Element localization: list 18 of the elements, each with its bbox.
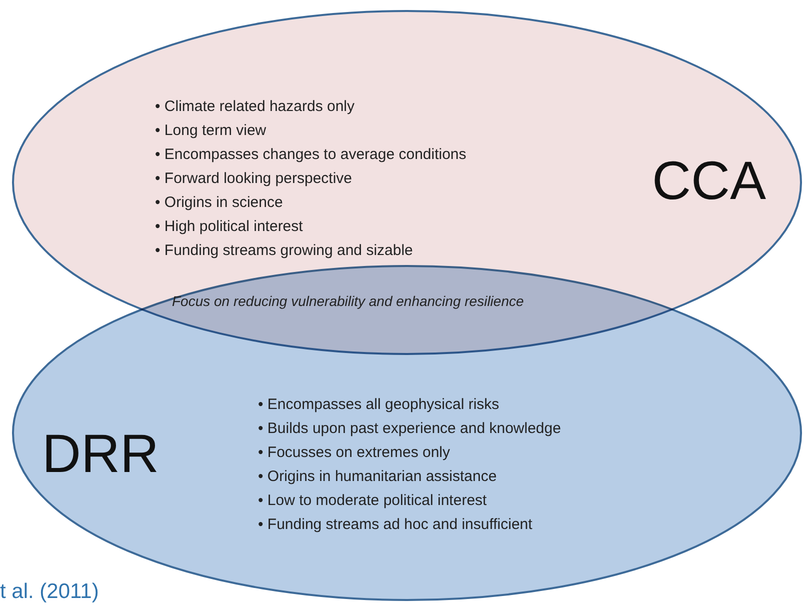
bullet-item: • Funding streams growing and sizable bbox=[155, 241, 414, 261]
citation-text: t al. (2011) bbox=[0, 580, 99, 604]
bullet-item: • Climate related hazards only bbox=[155, 97, 356, 117]
bullet-item: • Builds upon past experience and knowledge bbox=[258, 419, 561, 439]
bullet-item: • Encompasses changes to average conditions bbox=[155, 145, 466, 165]
bullet-item: • Low to moderate political interest bbox=[258, 491, 488, 511]
ellipse-region bbox=[12, 265, 802, 601]
bullet-item: • Forward looking perspective bbox=[155, 169, 354, 189]
bullet-item: • High political interest bbox=[155, 217, 304, 237]
bullet-item: • Origins in humanitarian assistance bbox=[258, 467, 498, 487]
bullet-item: • Long term view bbox=[155, 121, 268, 141]
bullet-item: • Focusses on extremes only bbox=[258, 443, 451, 463]
bullet-item: • Funding streams ad hoc and insufficient bbox=[258, 515, 534, 535]
region-title: DRR bbox=[42, 427, 159, 481]
bullet-item: • Origins in science bbox=[155, 193, 284, 213]
bullet-item: • Encompasses all geophysical risks bbox=[258, 395, 500, 415]
overlap-caption: Focus on reducing vulnerability and enhancing resilience bbox=[172, 293, 524, 309]
region-title: CCA bbox=[652, 154, 766, 208]
